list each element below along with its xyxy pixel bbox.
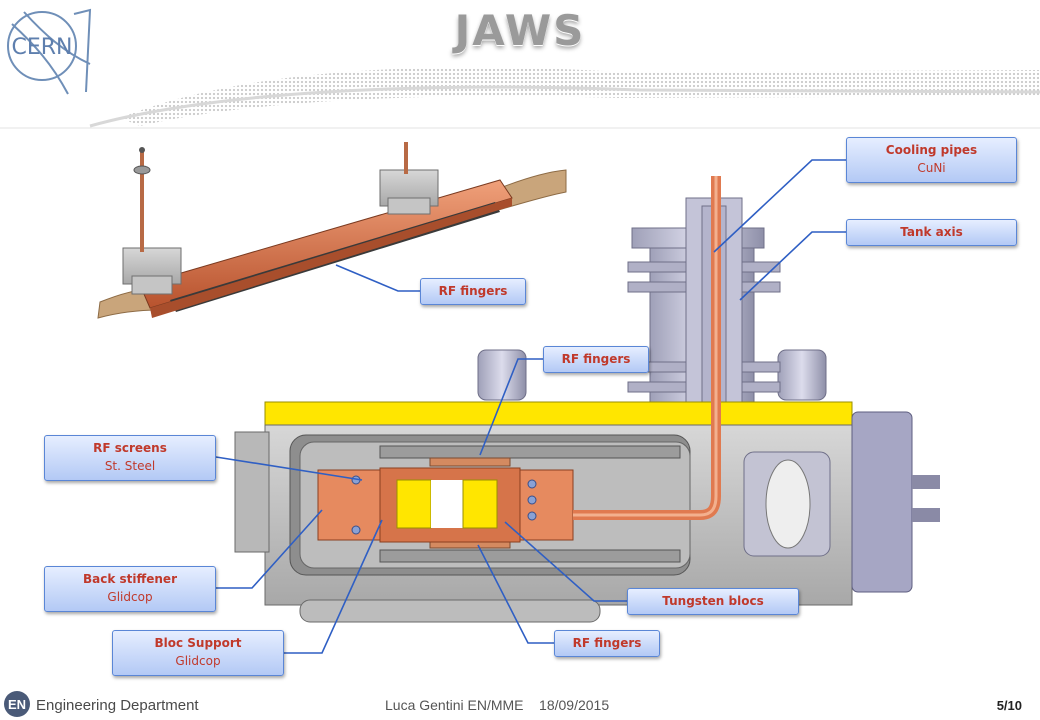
en-logo-text: EN	[8, 697, 26, 712]
jaw-perspective-view	[97, 142, 567, 319]
callout-tungsten-blocs: Tungsten blocs	[627, 588, 799, 615]
page-number: 5/10	[996, 698, 1022, 713]
callout-tungsten-blocs-title: Tungsten blocs	[662, 594, 764, 608]
callout-rf-fingers-bottom-title: RF fingers	[572, 636, 642, 650]
callout-back-stiffener-title: Back stiffener	[83, 572, 177, 586]
callout-tank-axis-title: Tank axis	[900, 225, 963, 239]
callout-bloc-support: Bloc Support Glidcop	[112, 630, 284, 676]
leader-lines	[215, 159, 846, 654]
slide-title: JAWS	[454, 6, 586, 55]
callout-rf-fingers-top: RF fingers	[420, 278, 526, 305]
header-decoration	[0, 67, 1040, 129]
callout-cooling-pipes-title: Cooling pipes	[885, 143, 978, 157]
callout-rf-fingers-mid-title: RF fingers	[561, 352, 631, 366]
callout-rf-screens-material: St. Steel	[104, 459, 156, 473]
callout-rf-fingers-bottom: RF fingers	[554, 630, 660, 657]
jaws-illustration	[97, 142, 940, 654]
callout-bloc-support-title: Bloc Support	[154, 636, 242, 650]
callout-cooling-pipes-material: CuNi	[917, 161, 946, 175]
cern-logo: CERN	[7, 8, 92, 95]
footer-author-date: Luca Gentini EN/MME 18/09/2015	[385, 697, 610, 713]
callout-tank-axis: Tank axis	[846, 219, 1017, 246]
footer-department: Engineering Department	[36, 697, 199, 714]
callout-rf-fingers-top-title: RF fingers	[438, 284, 508, 298]
jaw-section-view	[234, 176, 940, 623]
callout-cooling-pipes: Cooling pipes CuNi	[846, 137, 1017, 183]
callout-rf-screens: RF screens St. Steel	[44, 435, 216, 481]
callout-bloc-support-material: Glidcop	[175, 654, 221, 668]
callout-back-stiffener: Back stiffener Glidcop	[44, 566, 216, 612]
cern-logo-text: CERN	[11, 35, 72, 60]
callout-back-stiffener-material: Glidcop	[107, 590, 153, 604]
en-logo: EN	[4, 691, 30, 717]
callout-rf-fingers-mid: RF fingers	[543, 346, 649, 373]
callout-rf-screens-title: RF screens	[93, 441, 167, 455]
